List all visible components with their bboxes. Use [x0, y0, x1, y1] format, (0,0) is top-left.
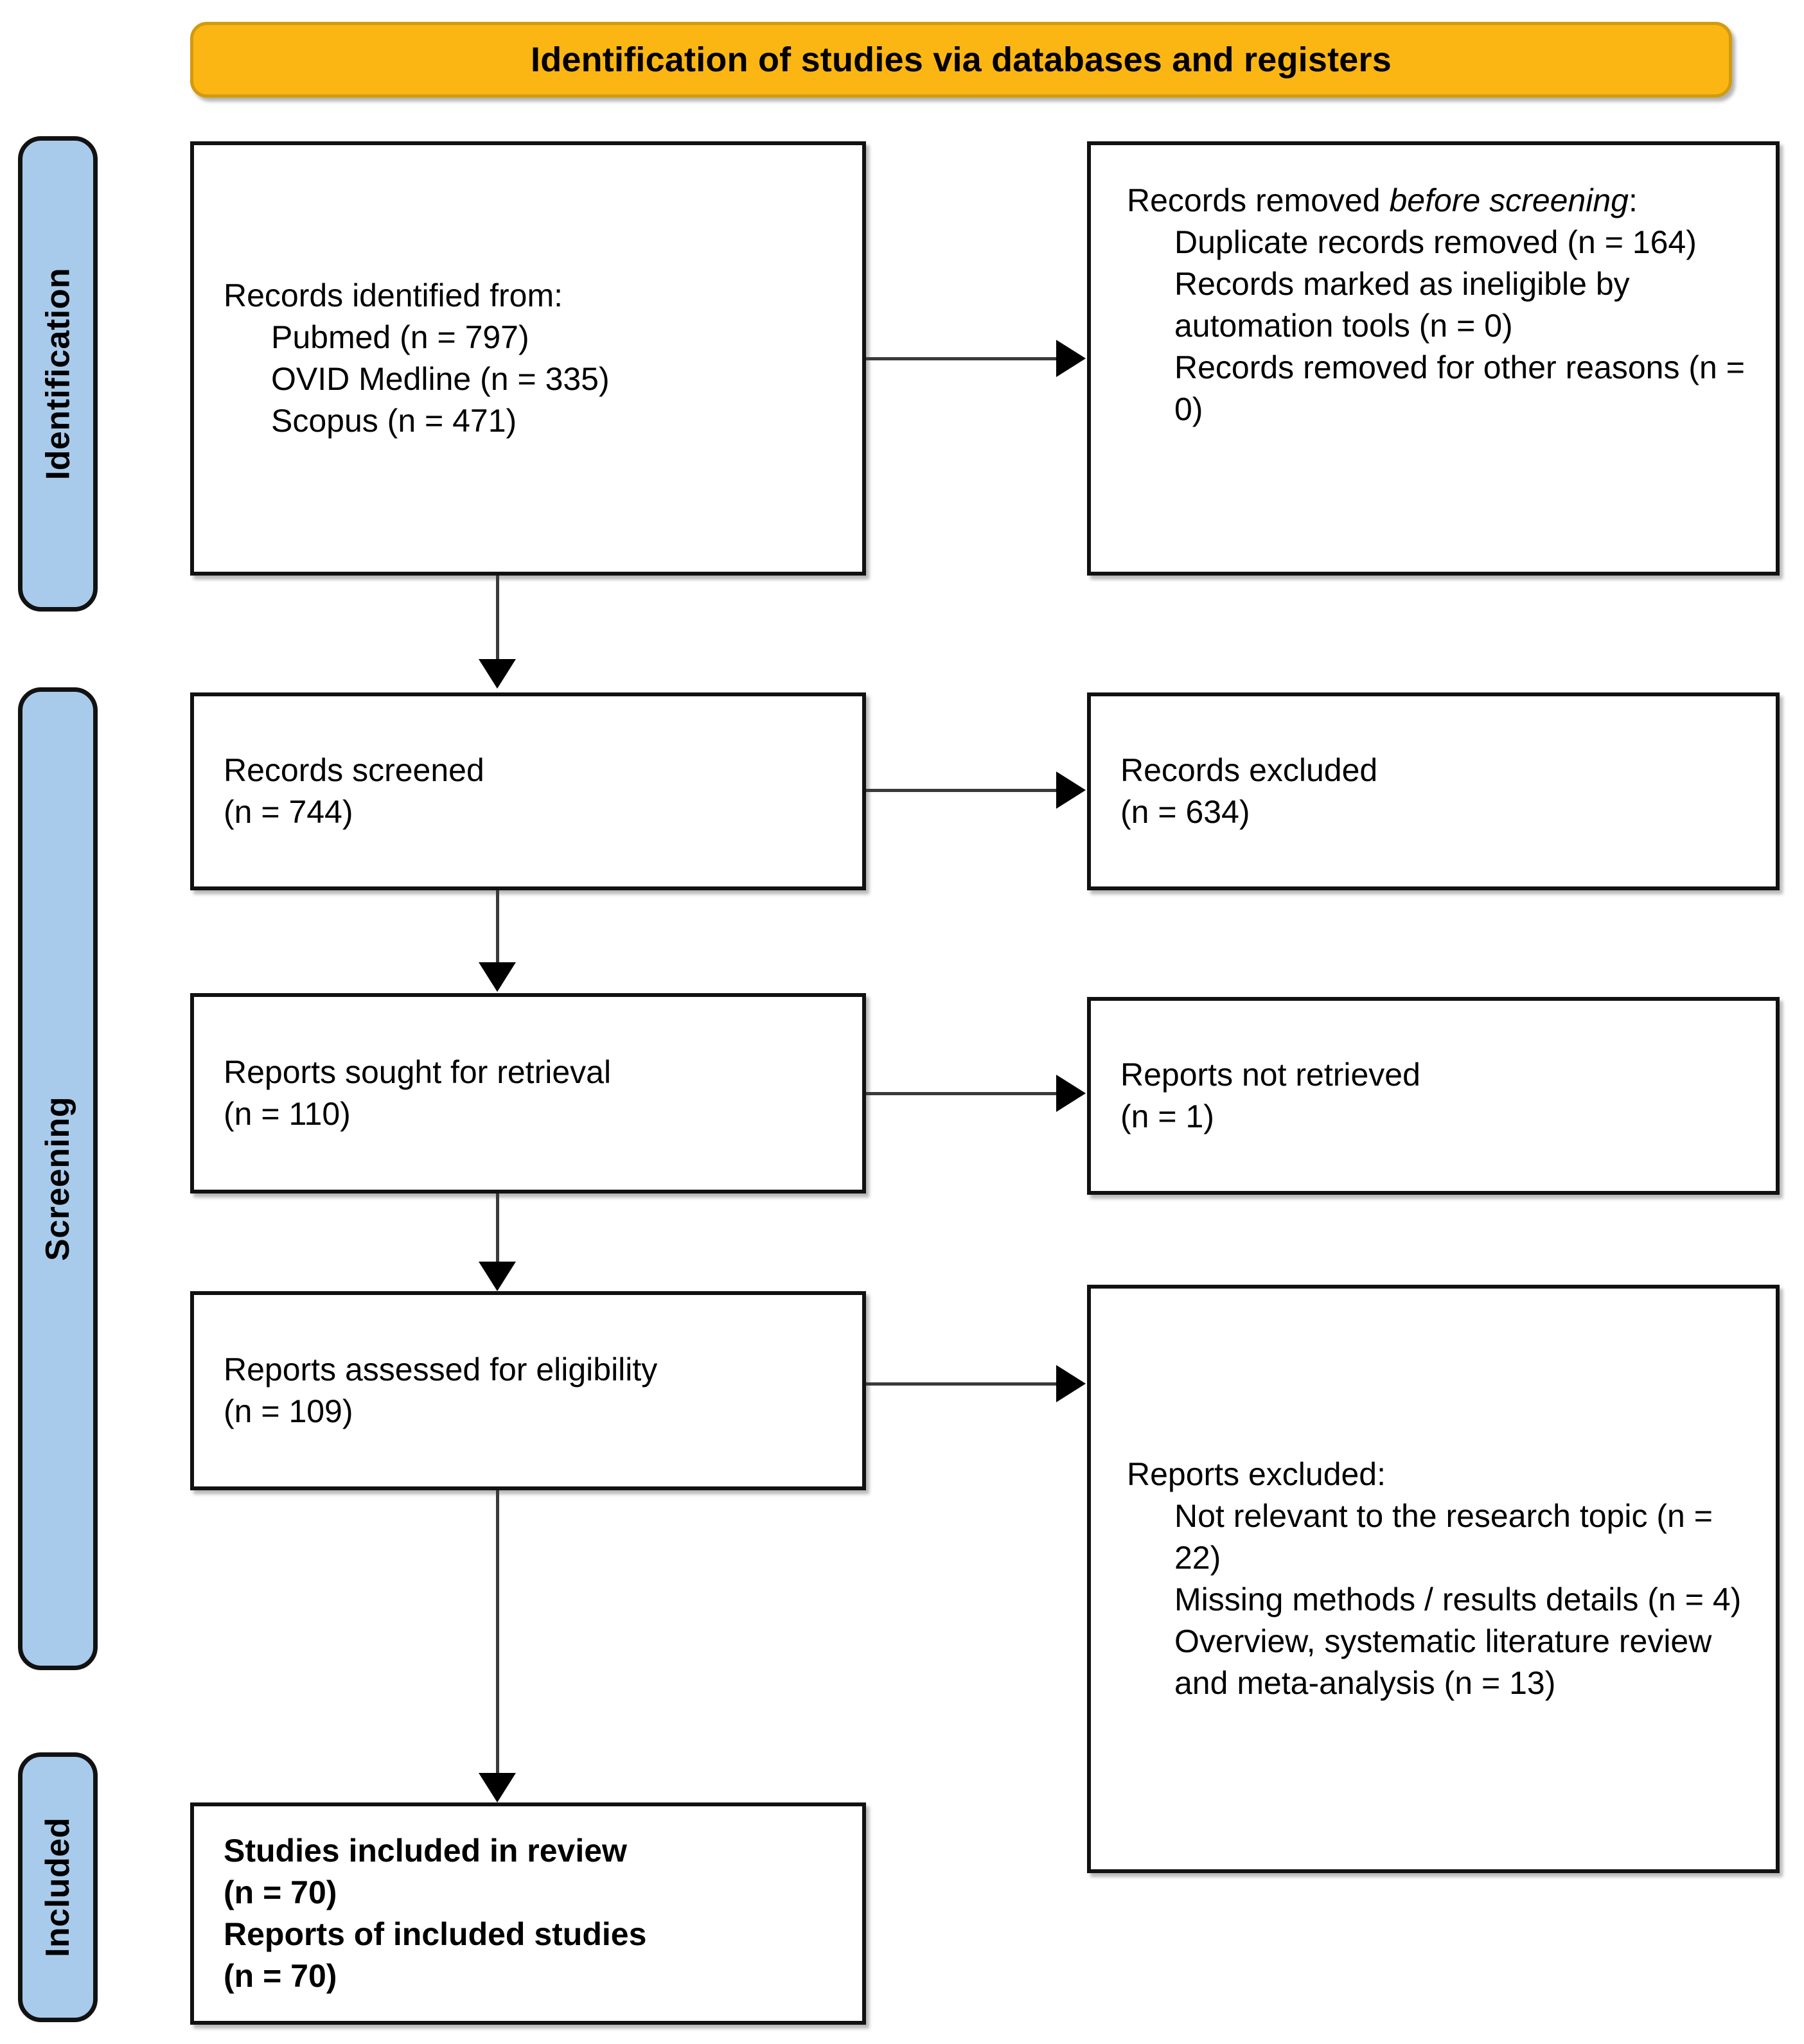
stage-label-identification-text: Identification — [39, 267, 76, 480]
stage-label-identification: Identification — [18, 136, 98, 612]
records-identified-source-pubmed: Pubmed (n = 797) — [271, 319, 529, 355]
box-reports-assessed-for-eligibility: Reports assessed for eligibility (n = 10… — [190, 1291, 866, 1490]
stage-label-included: Included — [18, 1752, 98, 2022]
reports-sought-label: Reports sought for retrieval — [224, 1054, 612, 1090]
stage-label-screening-text: Screening — [39, 1097, 77, 1261]
diagram-title: Identification of studies via databases … — [531, 40, 1392, 79]
connector-line — [496, 1194, 499, 1264]
stage-label-screening: Screening — [18, 687, 98, 1670]
reports-excluded-missing-details: Missing methods / results details (n = 4… — [1174, 1581, 1742, 1617]
box-records-identified: Records identified from: Pubmed (n = 797… — [190, 141, 866, 576]
connector-line — [496, 1490, 499, 1775]
records-identified-heading: Records identified from: — [224, 278, 563, 313]
arrow-right-icon — [1056, 1075, 1086, 1112]
arrow-down-icon — [479, 1262, 516, 1291]
connector-line — [496, 890, 499, 965]
connector-line — [496, 576, 499, 663]
records-removed-heading-emphasis: before screening — [1389, 182, 1629, 218]
box-reports-excluded-detail: Reports excluded: Not relevant to the re… — [1087, 1285, 1780, 1873]
box-reports-not-retrieved: Reports not retrieved (n = 1) — [1087, 997, 1780, 1195]
box-records-excluded: Records excluded (n = 634) — [1087, 692, 1780, 890]
arrow-right-icon — [1056, 1365, 1086, 1402]
arrow-down-icon — [479, 962, 516, 992]
connector-line — [866, 1382, 1059, 1386]
box-records-removed-before-screening: Records removed before screening: Duplic… — [1087, 141, 1780, 576]
reports-not-retrieved-count: (n = 1) — [1120, 1098, 1214, 1134]
records-removed-duplicates: Duplicate records removed (n = 164) — [1174, 224, 1697, 260]
studies-included-count: (n = 70) — [224, 1874, 337, 1910]
arrow-right-icon — [1056, 340, 1086, 377]
box-studies-included: Studies included in review (n = 70) Repo… — [190, 1802, 866, 2025]
records-excluded-count: (n = 634) — [1120, 794, 1250, 830]
reports-excluded-overview-review: Overview, systematic literature review a… — [1174, 1623, 1721, 1701]
records-identified-source-scopus: Scopus (n = 471) — [271, 403, 517, 439]
reports-not-retrieved-label: Reports not retrieved — [1120, 1057, 1420, 1093]
diagram-header-banner: Identification of studies via databases … — [190, 22, 1732, 98]
records-removed-heading: Records removed before screening: — [1127, 180, 1763, 222]
records-removed-heading-colon: : — [1628, 182, 1638, 218]
connector-line — [866, 1092, 1059, 1095]
reports-of-included-studies-count: (n = 70) — [224, 1958, 337, 1994]
arrow-down-icon — [479, 1773, 516, 1802]
reports-assessed-label: Reports assessed for eligibility — [224, 1352, 658, 1388]
reports-excluded-not-relevant: Not relevant to the research topic (n = … — [1174, 1498, 1722, 1576]
connector-line — [866, 357, 1059, 360]
arrow-right-icon — [1056, 771, 1086, 809]
records-screened-count: (n = 744) — [224, 794, 353, 830]
records-removed-automation-ineligible: Records marked as ineligible by automati… — [1174, 266, 1639, 344]
box-reports-sought-for-retrieval: Reports sought for retrieval (n = 110) — [190, 993, 866, 1194]
records-identified-source-ovid-medline: OVID Medline (n = 335) — [271, 361, 610, 397]
reports-excluded-heading: Reports excluded: — [1127, 1456, 1386, 1492]
studies-included-label: Studies included in review — [224, 1833, 627, 1869]
arrow-down-icon — [479, 659, 516, 689]
records-removed-other-reasons: Records removed for other reasons (n = 0… — [1174, 349, 1754, 427]
records-excluded-label: Records excluded — [1120, 752, 1378, 788]
records-screened-label: Records screened — [224, 752, 484, 788]
reports-sought-count: (n = 110) — [224, 1096, 351, 1132]
box-records-screened: Records screened (n = 744) — [190, 692, 866, 890]
stage-label-included-text: Included — [39, 1817, 77, 1957]
reports-assessed-count: (n = 109) — [224, 1393, 353, 1429]
connector-line — [866, 789, 1059, 792]
reports-of-included-studies-label: Reports of included studies — [224, 1916, 647, 1952]
records-removed-heading-part1: Records removed — [1127, 182, 1390, 218]
